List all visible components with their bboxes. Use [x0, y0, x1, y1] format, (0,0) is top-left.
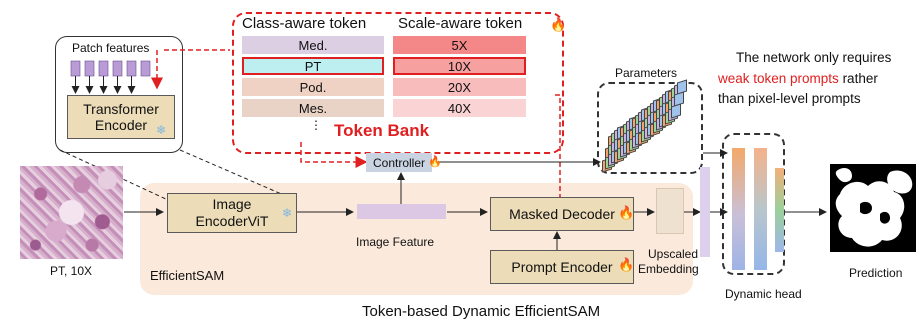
note-line1: The network only requires [736, 50, 892, 65]
class-token-pod: Pod. [242, 78, 384, 96]
upscaled-label-line2: Embedding [638, 262, 699, 276]
dynamic-head-label: Dynamic head [725, 287, 802, 301]
prediction-mask [830, 164, 916, 252]
scale-token-header: Scale-aware token [398, 15, 523, 32]
upscaled-embedding-block [656, 188, 684, 234]
scale-token-20x: 20X [393, 78, 526, 96]
transformer-encoder-line2: Encoder [94, 117, 148, 133]
image-feature-bar [357, 204, 446, 219]
note-line3: than pixel-level prompts [718, 91, 861, 106]
transformer-encoder-line1: Transformer [83, 101, 159, 117]
image-encoder-line2: EncoderViT [195, 213, 269, 229]
parameters-frame [597, 82, 703, 174]
dynamic-head-frame [722, 133, 785, 275]
image-encoder-line1: Image [212, 196, 252, 212]
fire-icon: 🔥 [618, 257, 635, 272]
snowflake-icon: ❄ [282, 206, 293, 220]
note-line2: weak token prompts rather [718, 71, 878, 86]
input-caption: PT, 10X [50, 264, 93, 278]
class-token-pt: PT [242, 57, 384, 75]
embedding-vector-bar [700, 167, 710, 257]
note-highlight: weak token prompts [718, 71, 839, 86]
patch-features-title: Patch features [72, 41, 150, 55]
transformer-encoder-box: Transformer Encoder [67, 95, 175, 139]
patch-tokens [70, 60, 151, 77]
token-ellipsis: ⋮ [310, 118, 322, 132]
dynamic-head-bar-1 [732, 148, 745, 270]
token-bank-title: Token Bank [334, 121, 430, 140]
controller-label: Controller [372, 155, 426, 170]
image-encoder-box: Image EncoderViT [167, 193, 297, 233]
efficientsam-label: EfficientSAM [150, 268, 225, 283]
fire-icon: 🔥 [618, 205, 635, 220]
scale-token-40x: 40X [393, 99, 526, 117]
masked-decoder-box: Masked Decoder [490, 197, 634, 231]
input-histology-image [20, 166, 123, 259]
dynamic-head-bar-3 [775, 168, 784, 252]
fire-icon: 🔥 [428, 156, 442, 168]
patch-features-frame [55, 36, 183, 153]
prompt-encoder-label: Prompt Encoder [511, 259, 613, 275]
prediction-label: Prediction [849, 266, 903, 280]
class-token-header: Class-aware token [242, 15, 367, 32]
prompt-encoder-box: Prompt Encoder [490, 250, 634, 284]
snowflake-icon: ❄ [156, 123, 167, 137]
note-line2-rest: rather [838, 71, 878, 86]
upscaled-label-line1: Upscaled [648, 247, 699, 261]
dynamic-head-bar-2 [754, 148, 767, 270]
class-token-med: Med. [242, 36, 384, 54]
fire-icon: 🔥 [550, 17, 567, 32]
image-feature-label: Image Feature [356, 235, 435, 249]
controller-box: Controller [366, 153, 432, 172]
scale-token-10x: 10X [393, 57, 526, 75]
masked-decoder-label: Masked Decoder [509, 206, 615, 222]
bottom-title: Token-based Dynamic EfficientSAM [362, 303, 601, 320]
scale-token-5x: 5X [393, 36, 526, 54]
parameters-label: Parameters [615, 66, 678, 80]
class-token-mes: Mes. [242, 99, 384, 117]
